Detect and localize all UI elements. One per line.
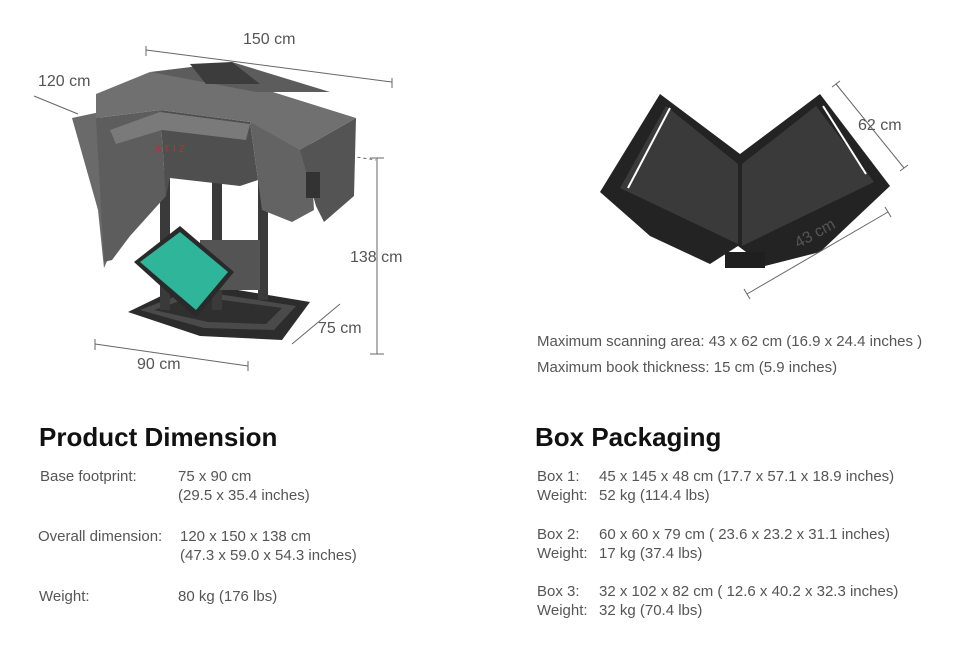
scanner-hood: [72, 62, 356, 268]
overall-dimension-value: 120 x 150 x 138 cm: [180, 528, 311, 545]
box-2-weight: 17 kg (37.4 lbs): [599, 545, 703, 562]
max-book-thickness: Maximum book thickness: 15 cm (5.9 inche…: [537, 359, 838, 376]
box-1-weight: 52 kg (114.4 lbs): [599, 487, 710, 504]
book-cradle-illustration: [600, 80, 909, 300]
camera-mount: [306, 172, 320, 198]
product-weight-value: 80 kg (176 lbs): [178, 588, 278, 605]
overall-dimension-value-inches: (47.3 x 59.0 x 54.3 inches): [180, 547, 357, 564]
box-1-label: Box 1:: [537, 468, 580, 485]
box-2-weight-label: Weight:: [537, 545, 588, 562]
box-3-label: Box 3:: [537, 583, 580, 600]
box-3-weight: 32 kg (70.4 lbs): [599, 602, 703, 619]
base-width-dimension-label: 90 cm: [137, 356, 181, 373]
width-dimension-label: 150 cm: [243, 31, 296, 48]
box-1-weight-label: Weight:: [537, 487, 588, 504]
max-scanning-area: Maximum scanning area: 43 x 62 cm (16.9 …: [537, 333, 923, 350]
cradle-dimension-lines: [743, 80, 909, 300]
product-weight-label: Weight:: [39, 588, 90, 605]
cradle-body: [600, 94, 890, 268]
scanner-logo: ATIZ: [155, 144, 188, 155]
overall-dimension-label: Overall dimension:: [38, 528, 163, 545]
base-footprint-value-inches: (29.5 x 35.4 inches): [178, 487, 310, 504]
product-dimension-title: Product Dimension: [39, 422, 278, 452]
box-3-size: 32 x 102 x 82 cm ( 12.6 x 40.2 x 32.3 in…: [599, 583, 899, 600]
scanner-illustration: ATIZ: [33, 46, 393, 371]
base-footprint-label: Base footprint:: [40, 468, 137, 485]
cradle-side-label: 62 cm: [858, 117, 902, 134]
box-1-size: 45 x 145 x 48 cm (17.7 x 57.1 x 18.9 inc…: [599, 468, 895, 485]
depth-dimension-label: 120 cm: [38, 73, 91, 90]
box-packaging-title: Box Packaging: [535, 422, 722, 452]
scanner-screen: [134, 226, 234, 318]
base-depth-dimension-label: 75 cm: [318, 320, 362, 337]
height-dimension-label: 138 cm: [350, 249, 403, 266]
dimension-lines: [33, 46, 393, 371]
box-2-label: Box 2:: [537, 526, 580, 543]
box-3-weight-label: Weight:: [537, 602, 588, 619]
base-footprint-value: 75 x 90 cm: [178, 468, 252, 485]
box-2-size: 60 x 60 x 79 cm ( 23.6 x 23.2 x 31.1 inc…: [599, 526, 890, 543]
